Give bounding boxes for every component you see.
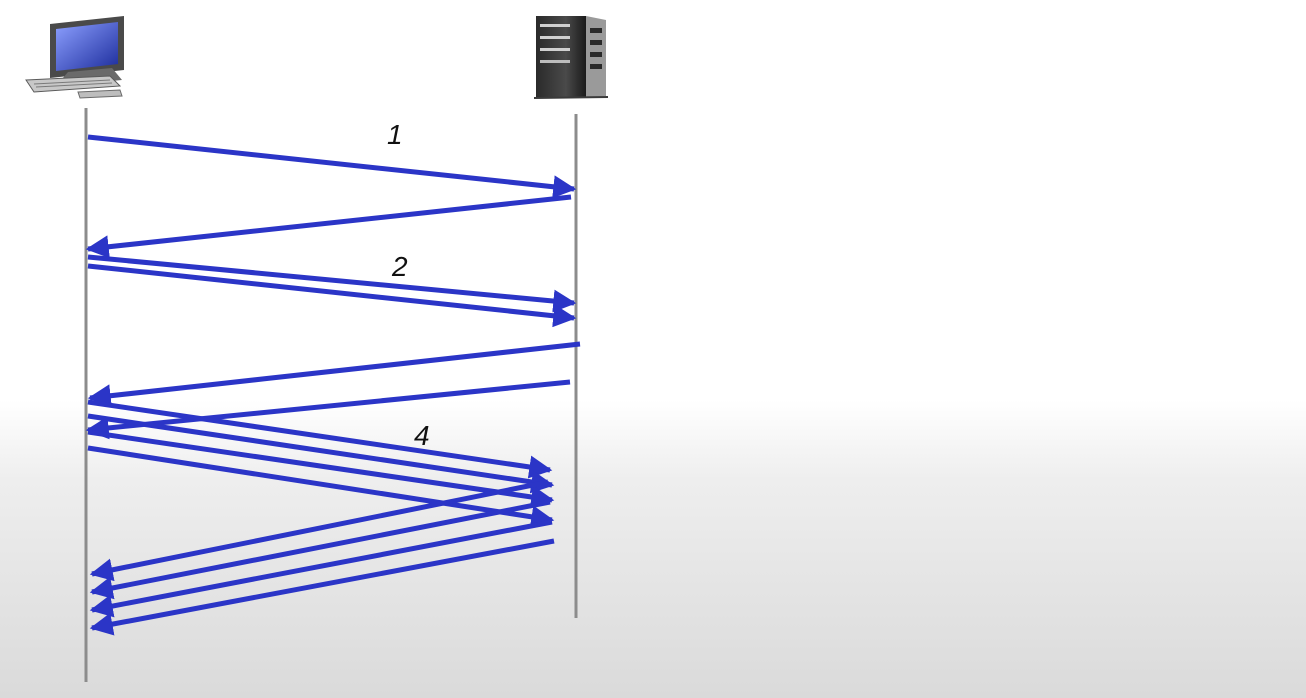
- round-1-messages: [85, 134, 577, 259]
- round-label-2: 2: [391, 251, 408, 282]
- round-label-1: 1: [387, 119, 403, 150]
- response-arrow: [89, 538, 555, 636]
- response-arrow: [89, 499, 551, 600]
- response-arrow: [85, 194, 572, 259]
- response-arrow: [87, 341, 581, 408]
- round-4-messages: [87, 399, 555, 636]
- response-arrow: [89, 479, 549, 582]
- request-arrow: [87, 413, 555, 494]
- request-arrow: [87, 134, 577, 199]
- response-arrow: [89, 519, 553, 618]
- server-tower-icon: [533, 16, 609, 99]
- request-arrow: [87, 429, 555, 509]
- round-2-messages: [85, 254, 581, 440]
- request-arrow: [87, 254, 577, 313]
- request-arrow: [87, 445, 555, 529]
- response-arrow: [85, 379, 571, 440]
- request-arrow: [87, 399, 553, 479]
- desktop-computer-icon: [25, 16, 124, 99]
- round-label-4: 4: [414, 420, 430, 451]
- request-arrow: [87, 263, 577, 328]
